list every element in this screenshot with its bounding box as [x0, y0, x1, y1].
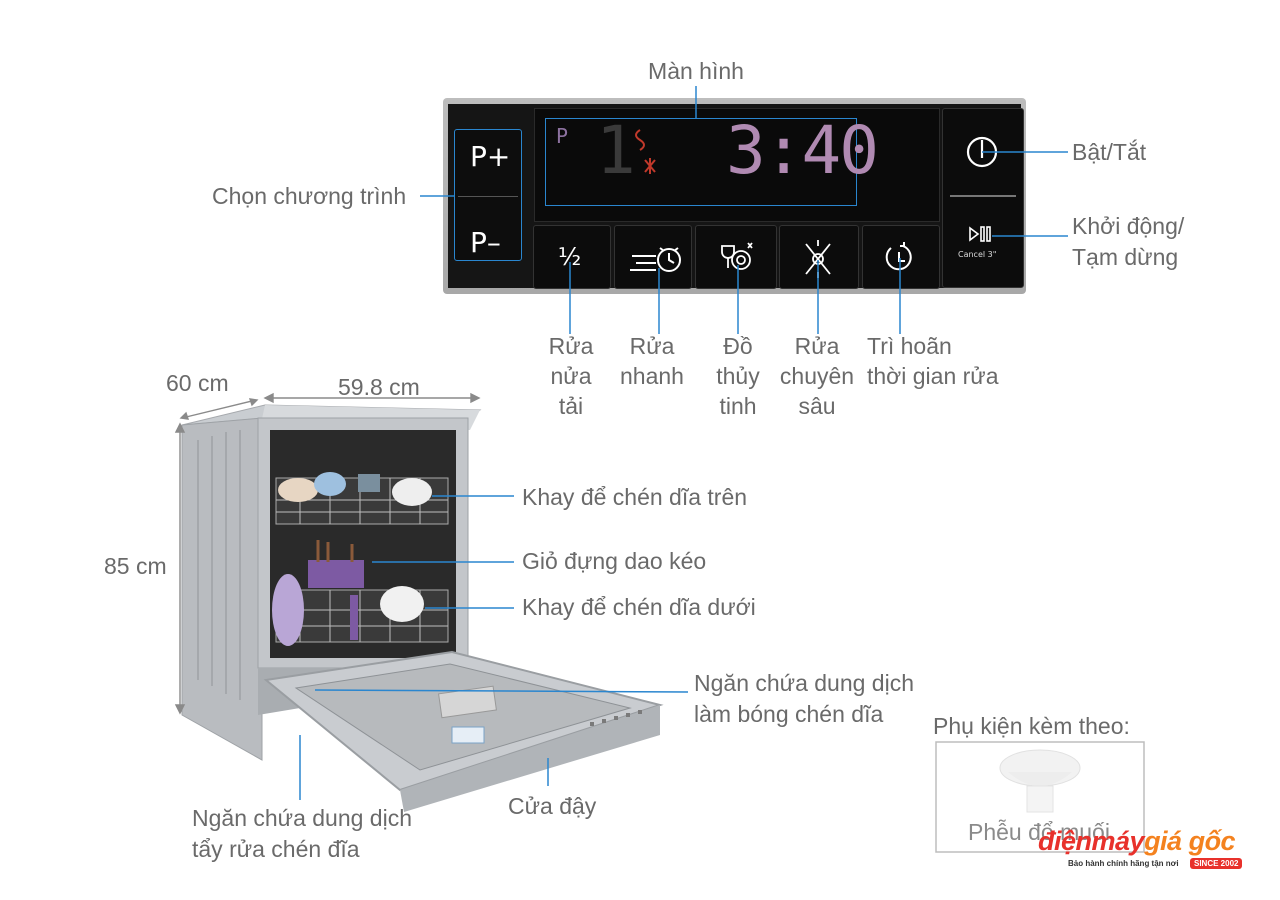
label-start-pause-line1: Khởi động/ — [1072, 213, 1185, 239]
label-intensive-3: sâu — [798, 393, 836, 419]
display-screen — [545, 118, 857, 206]
label-glassware-1: Đồ — [723, 333, 753, 359]
label-half-load-3: tải — [558, 393, 584, 419]
brand-logo: điệnmáygiá gốc Bảo hành chính hãng tận n… — [1038, 826, 1254, 874]
label-lower-rack: Khay để chén dĩa dưới — [522, 594, 756, 620]
label-quick-wash-1: Rửa — [629, 333, 675, 359]
brand-since-badge: SINCE 2002 — [1190, 858, 1243, 869]
label-accessories: Phụ kiện kèm theo: — [933, 713, 1130, 739]
label-program-select: Chọn chương trình — [212, 183, 407, 209]
label-depth: 60 cm — [166, 370, 229, 396]
label-rinse-aid-1: Ngăn chứa dung dịch — [694, 670, 914, 696]
program-minus-button[interactable]: P– — [470, 226, 501, 259]
label-height: 85 cm — [104, 553, 167, 579]
label-start-pause-line2: Tạm dừng — [1072, 244, 1179, 270]
label-display: Màn hình — [648, 58, 744, 84]
label-rinse-aid-2: làm bóng chén dĩa — [694, 701, 884, 727]
power-divider — [950, 195, 1016, 197]
brand-part-3: giá gốc — [1144, 826, 1236, 856]
cancel-text: Cancel 3" — [958, 250, 997, 259]
display-time: 3:40 — [726, 112, 879, 189]
label-delay-1: Trì hoãn — [867, 333, 952, 359]
intensive-wash-icon — [805, 240, 831, 278]
brand-part-1: điện — [1038, 826, 1092, 856]
program-divider — [458, 196, 518, 197]
label-half-load-2: nửa — [550, 363, 592, 389]
quick-wash-icon — [630, 247, 681, 272]
label-cutlery-basket: Giỏ đựng dao kéo — [522, 548, 707, 574]
label-detergent-2: tẩy rửa chén đĩa — [192, 836, 360, 862]
display-p-indicator: P — [556, 124, 569, 148]
label-intensive-2: chuyên — [779, 363, 855, 389]
program-plus-button[interactable]: P+ — [470, 140, 511, 173]
program-select-group — [454, 129, 522, 261]
label-delay-2: thời gian rửa — [867, 363, 999, 389]
label-detergent-1: Ngăn chứa dung dịch — [192, 805, 412, 831]
label-power: Bật/Tắt — [1072, 139, 1147, 165]
label-half-load-1: Rửa — [548, 333, 594, 359]
dimension-lines — [174, 392, 481, 715]
salt-funnel-icon — [935, 741, 1145, 853]
label-upper-rack: Khay để chén dĩa trên — [522, 484, 748, 510]
label-glassware-3: tinh — [719, 393, 757, 419]
brand-wordmark: điệnmáygiá gốc — [1038, 826, 1236, 857]
label-door: Cửa đậy — [508, 793, 597, 819]
label-glassware-2: thủy — [716, 363, 760, 389]
half-load-glyph: ½ — [558, 243, 582, 271]
label-width: 59.8 cm — [338, 374, 420, 400]
half-load-button[interactable] — [533, 225, 611, 289]
display-area — [534, 108, 940, 222]
rinse-salt-icon — [635, 129, 656, 174]
glassware-button[interactable] — [695, 225, 777, 289]
brand-part-2: máy — [1091, 826, 1145, 856]
label-quick-wash-2: nhanh — [620, 363, 684, 389]
start-pause-icon — [969, 226, 991, 242]
glassware-icon — [721, 242, 753, 270]
delay-start-button[interactable] — [862, 225, 940, 289]
leader-lines — [299, 86, 1068, 800]
label-salt-funnel: Phễu đổ muối — [968, 819, 1110, 845]
delay-timer-icon — [885, 242, 912, 271]
brand-tagline: Bảo hành chính hãng tận nơi — [1068, 859, 1179, 868]
display-program-number: 1 — [596, 112, 636, 189]
label-intensive-1: Rửa — [794, 333, 840, 359]
